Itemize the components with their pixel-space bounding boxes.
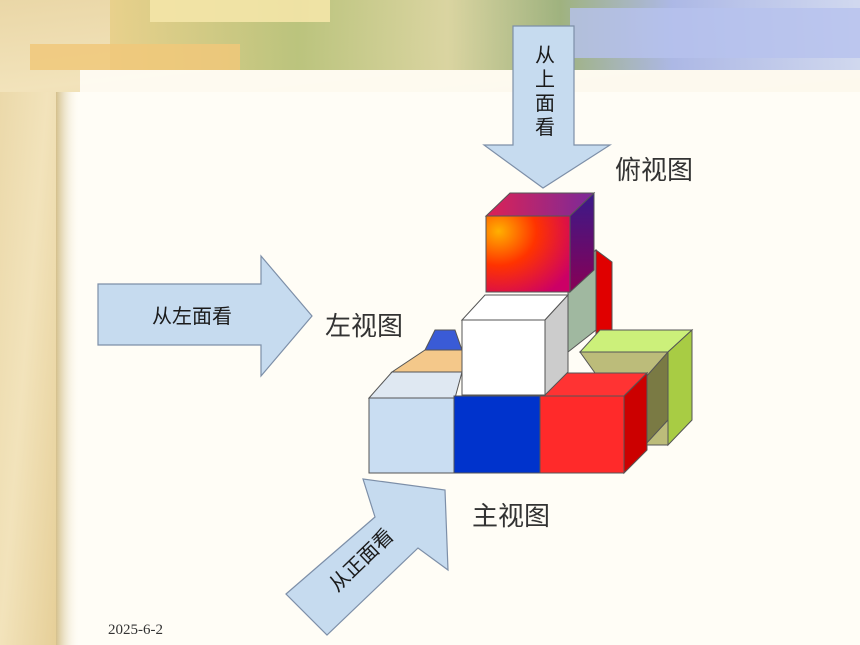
front-view-label: 主视图 — [472, 502, 551, 532]
left-view-label: 左视图 — [325, 312, 404, 342]
arrow-from-top-char-2: 上 — [535, 67, 555, 91]
arrow-from-top: 从 上 面 看 — [482, 25, 613, 189]
arrow-from-front: 从正面看 — [285, 478, 449, 636]
arrow-from-top-char-1: 从 — [535, 43, 555, 67]
slide-date: 2025-6-2 — [108, 622, 163, 638]
arrow-from-top-char-3: 面 — [535, 91, 555, 115]
cube-stack-diagram — [367, 191, 694, 475]
arrow-from-left-label: 从左面看 — [152, 304, 232, 328]
arrow-from-left: 从左面看 — [97, 254, 313, 378]
arrow-from-top-char-4: 看 — [535, 115, 555, 139]
top-view-label: 俯视图 — [615, 156, 694, 186]
